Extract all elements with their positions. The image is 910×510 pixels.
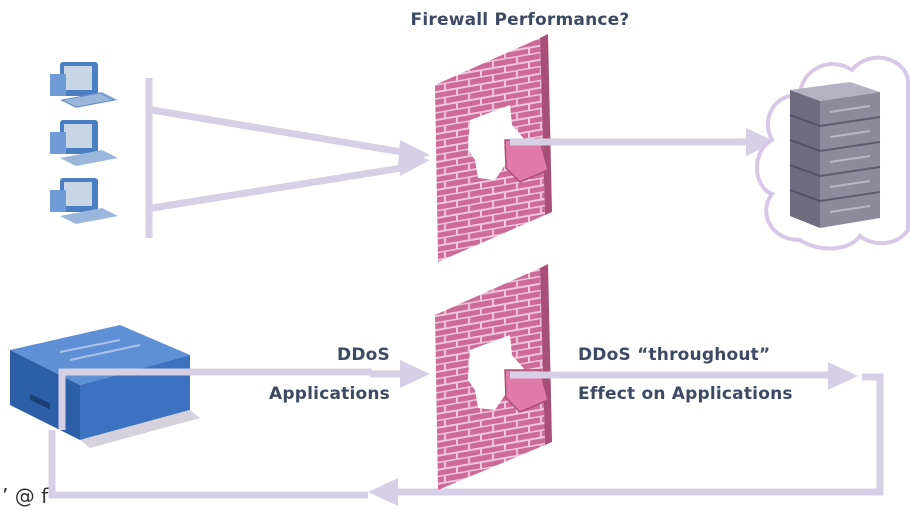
return-arrow-head [368, 478, 398, 506]
desktop-computer-icon [50, 120, 118, 166]
client-arrow-top [151, 106, 403, 156]
diagram-title: Firewall Performance? [410, 10, 630, 30]
firewall-bottom [435, 264, 552, 490]
applications-input-label: Applications [269, 384, 390, 404]
client-arrow-bottom-head [400, 150, 430, 176]
feedback-loop-line [58, 368, 372, 430]
firewall-top [435, 34, 552, 262]
brick-firewall-icon [435, 264, 552, 490]
test-appliance-icon [10, 325, 200, 448]
ddos-arrow-head [400, 360, 430, 388]
ddos-input-label: DDoS [337, 345, 390, 365]
test-appliance [10, 325, 200, 448]
brick-firewall-icon [435, 34, 552, 262]
server-rack-icon [789, 82, 881, 228]
ddos-throughput-label: DDoS “throughout” [578, 345, 771, 365]
firewall-to-output-arrow-head [828, 362, 858, 390]
server-cloud [755, 55, 910, 251]
effect-on-applications-label: Effect on Applications [578, 384, 793, 404]
desktop-computer-icon [50, 62, 118, 108]
return-loop-left-line [48, 430, 368, 499]
return-loop-line [395, 373, 884, 496]
client-computer-3 [50, 178, 118, 224]
client-arrow-bottom [151, 164, 403, 212]
corner-text: ’ @ f [2, 484, 49, 508]
client-computer-2 [50, 120, 118, 166]
firewall-to-server-arrow-head [746, 128, 776, 156]
desktop-computer-icon [50, 178, 118, 224]
client-computer-1 [50, 62, 118, 108]
